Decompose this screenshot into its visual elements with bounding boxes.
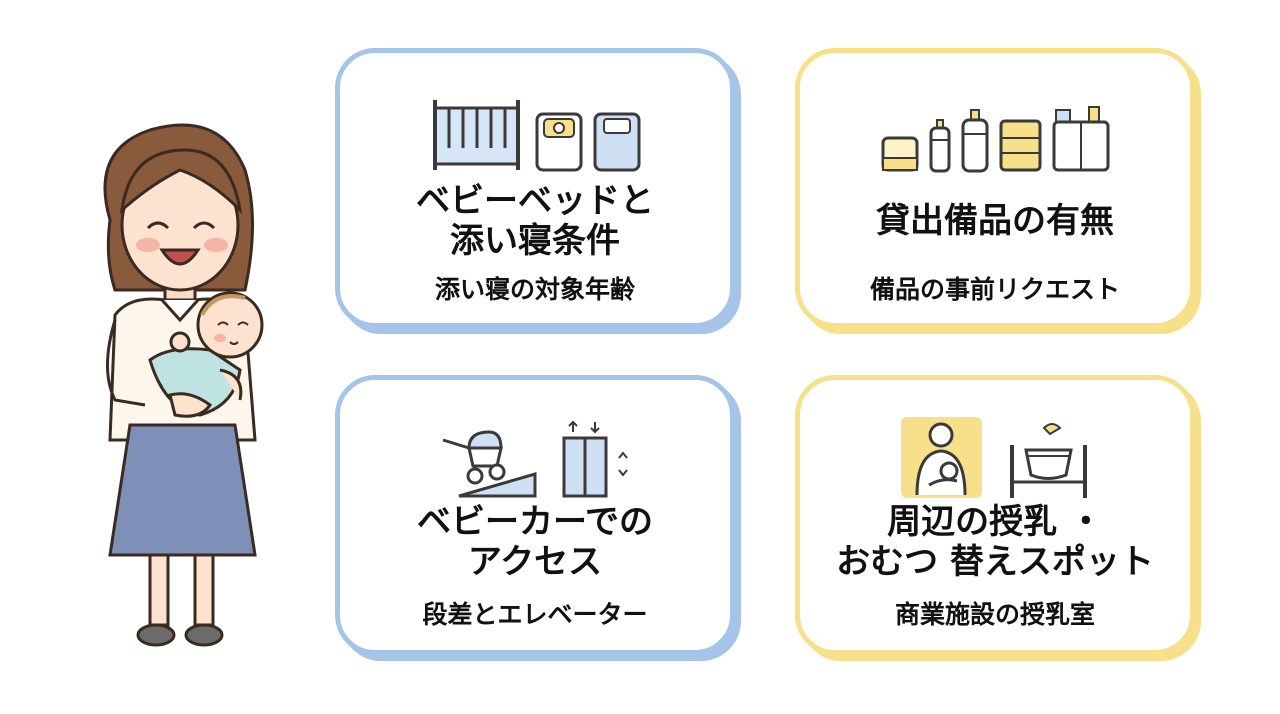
- baby-bottle-icon: [929, 119, 950, 173]
- card-icons: [340, 410, 730, 500]
- crib-icon: [432, 100, 520, 170]
- card-subtitle: 添い寝の対象年齢: [434, 275, 635, 304]
- baby-bed-sheet-icon: [535, 112, 582, 172]
- card-title: 周辺の授乳 ・ おむつ 替えスポット: [836, 502, 1154, 582]
- stroller-on-ramp-icon: [442, 430, 537, 498]
- card-icons: [340, 83, 730, 173]
- card-stroller-access: ベビーカーでの アクセス 段差とエレベーター: [335, 375, 735, 655]
- card-nursing-spots: 周辺の授乳 ・ おむつ 替えスポット 商業施設の授乳室: [795, 375, 1195, 655]
- card-subtitle: 段差とエレベーター: [422, 600, 648, 629]
- nursing-room-icon: [901, 417, 982, 498]
- card-subtitle: 備品の事前リクエスト: [869, 275, 1120, 304]
- card-title: ベビーベッドと 添い寝条件: [416, 181, 654, 261]
- card-icons: [800, 83, 1190, 173]
- card-title: 貸出備品の有無: [876, 201, 1114, 241]
- bath-supplies-icon: [1052, 106, 1109, 172]
- card-rental-items: 貸出備品の有無 備品の事前リクエスト: [795, 48, 1195, 328]
- diaper-changing-table-icon: [1010, 423, 1087, 498]
- elevator-icon: [562, 420, 628, 498]
- bath-tub-icon: [881, 136, 918, 172]
- card-crib-co-sleeping: ベビーベッドと 添い寝条件 添い寝の対象年齢: [335, 48, 735, 328]
- towel-icon: [999, 119, 1041, 172]
- baby-bottle-large-icon: [961, 109, 988, 173]
- card-icons: [800, 410, 1190, 500]
- card-title: ベビーカーでの アクセス: [417, 502, 653, 582]
- bed-icon: [593, 112, 640, 172]
- mother-holding-baby-illustration: [70, 110, 300, 670]
- card-subtitle: 商業施設の授乳室: [894, 600, 1095, 629]
